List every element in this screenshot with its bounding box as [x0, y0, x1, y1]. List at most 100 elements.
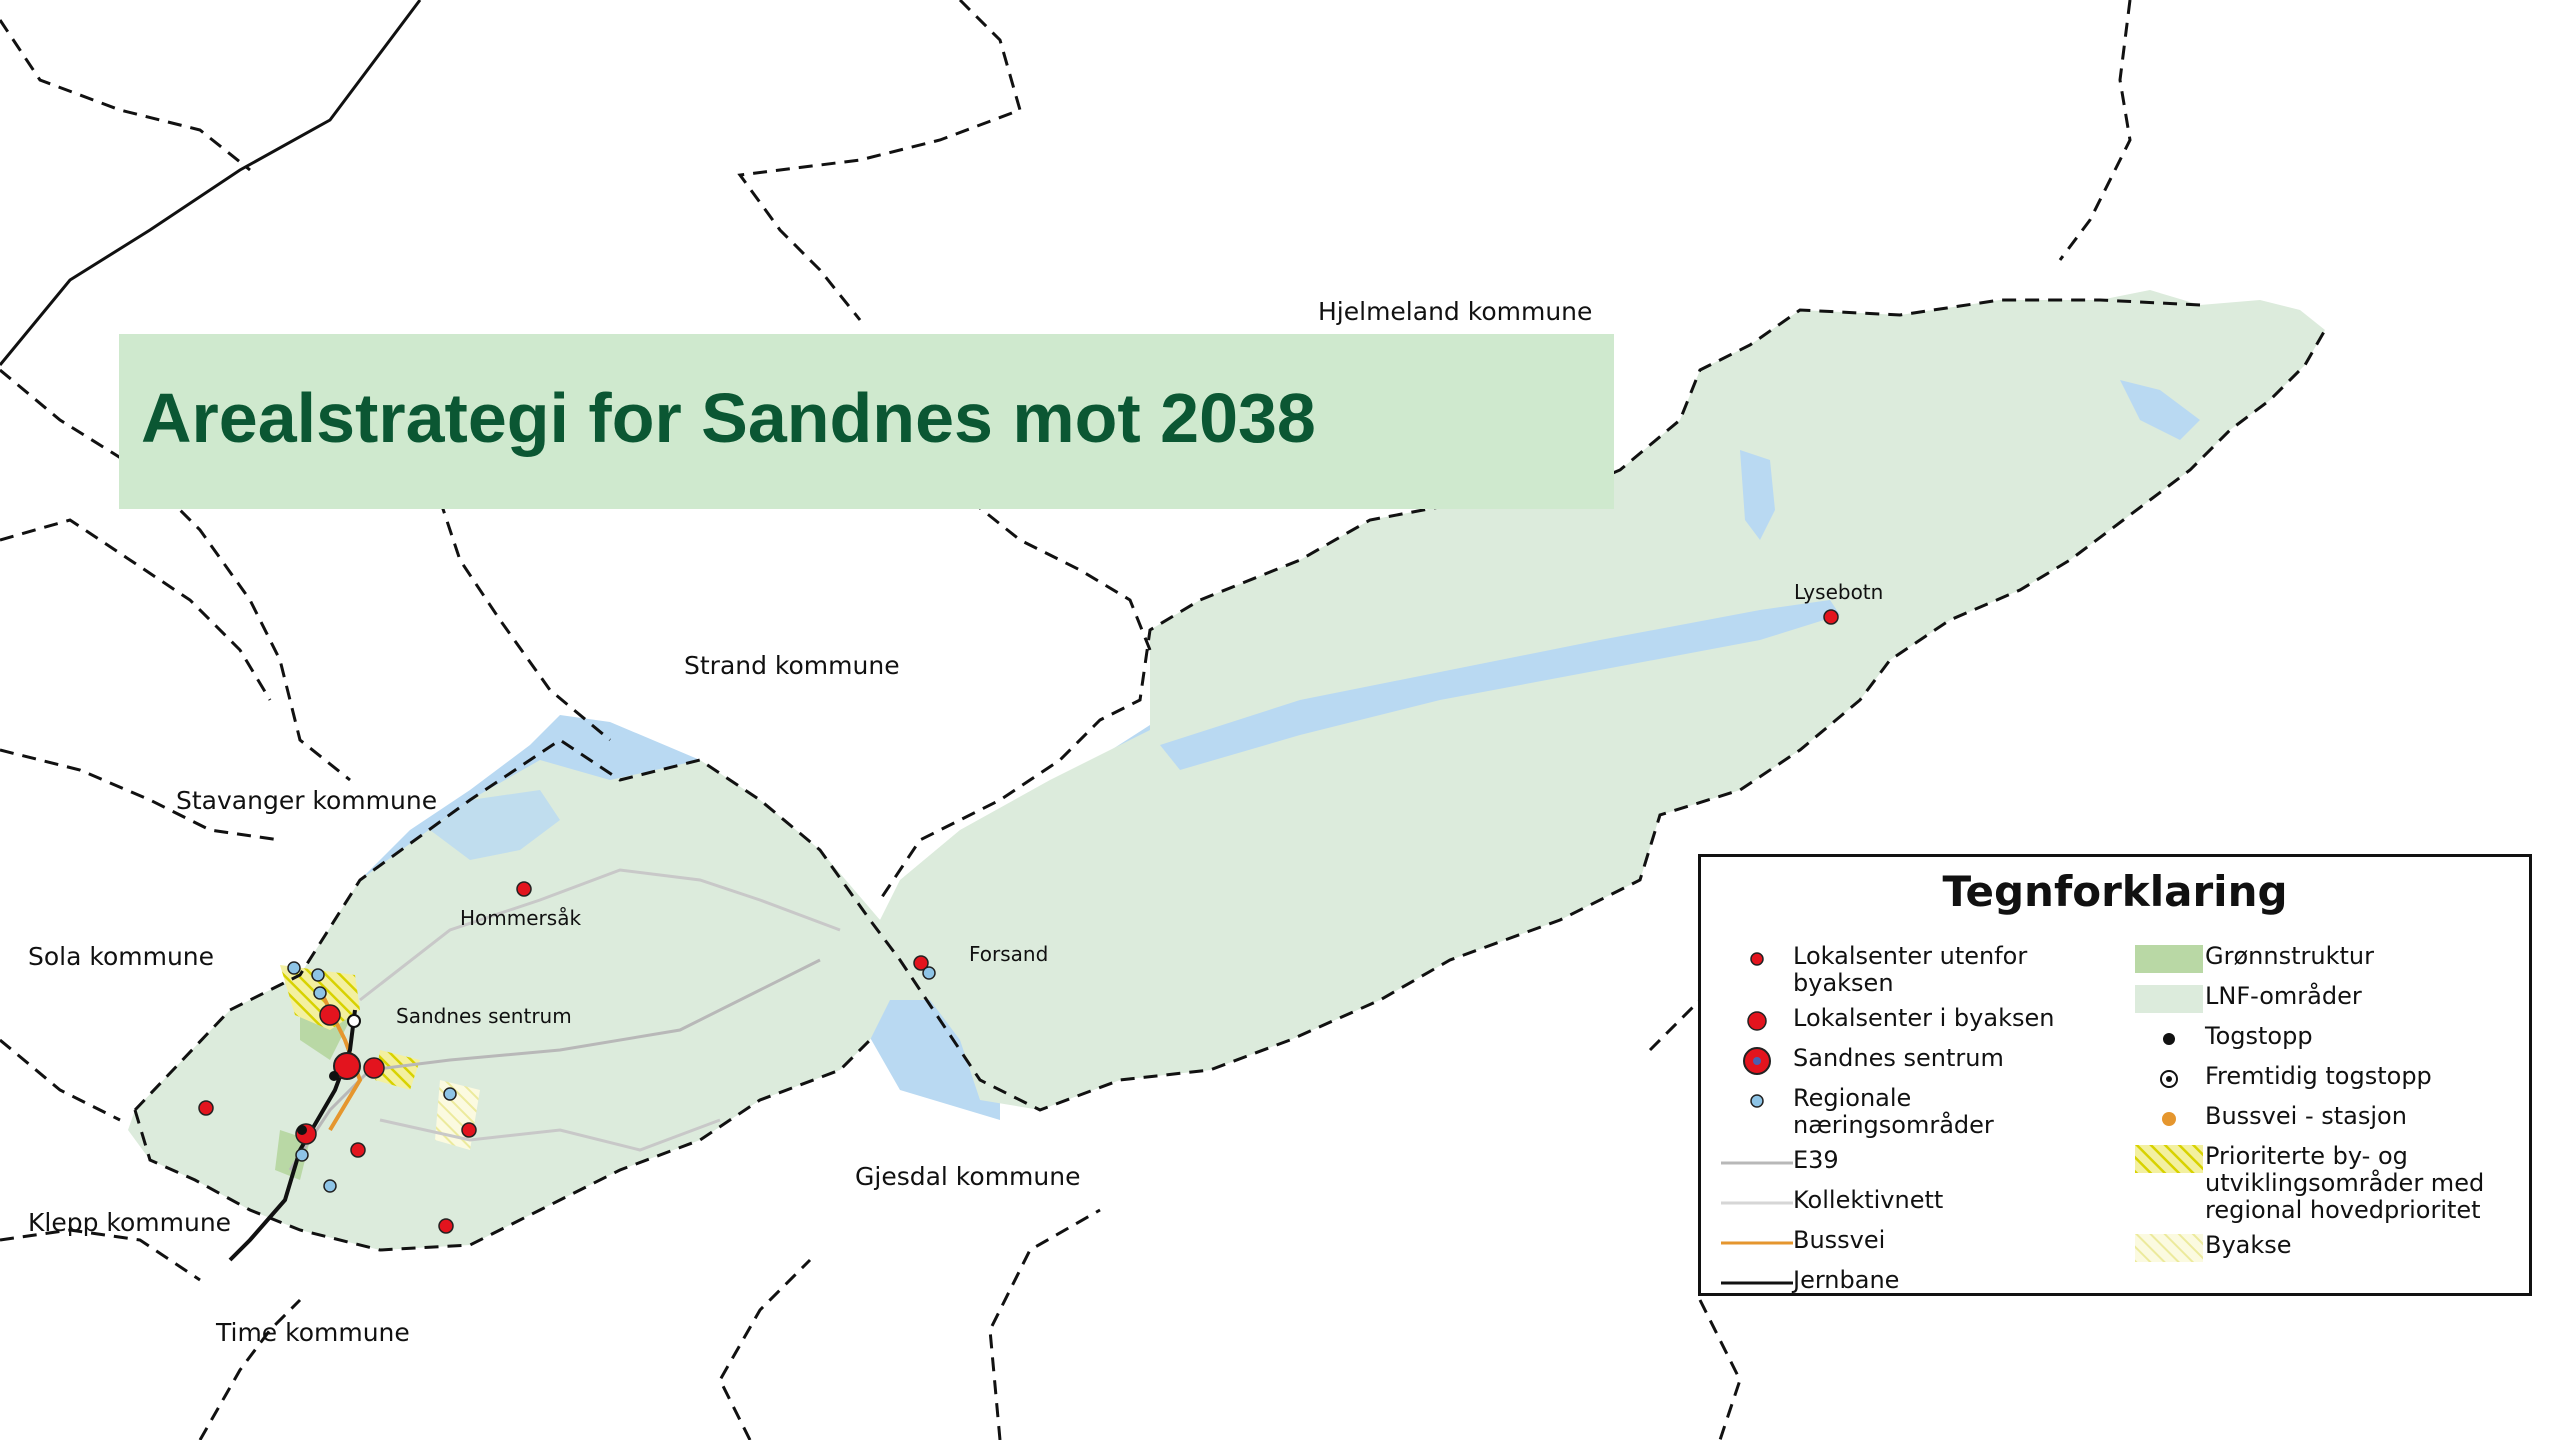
legend-item: Regionale næringsområder: [1721, 1085, 2054, 1139]
page-title: Arealstrategi for Sandnes mot 2038: [141, 379, 1316, 457]
legend-item: Prioriterte by- og utviklingsområder med…: [2133, 1143, 2484, 1224]
black-line-icon: [1721, 1281, 1793, 1285]
large-red-dot-icon: [1743, 1047, 1771, 1075]
label-hommersak: Hommersåk: [460, 906, 582, 930]
legend-label: Lokalsenter utenfor byaksen: [1793, 942, 2028, 997]
marker-outside-4: [438, 1218, 454, 1234]
border-9: [0, 1038, 121, 1122]
marker-local-1: [363, 1057, 385, 1079]
legend-item: LNF-områder: [2133, 983, 2484, 1015]
label-hjelmeland: Hjelmeland kommune: [1318, 297, 1593, 326]
marker-regional-5: [295, 1148, 309, 1162]
road-kollektiv-2: [379, 1118, 721, 1152]
title-banner: Arealstrategi for Sandnes mot 2038: [119, 334, 1614, 509]
legend-label: Bussvei - stasjon: [2205, 1102, 2407, 1130]
border-8: [0, 748, 281, 842]
legend-item: Togstopp: [2133, 1023, 2484, 1055]
sandnes-land-area: [128, 290, 2325, 1250]
legend-label: Togstopp: [2205, 1022, 2313, 1050]
orange-dot-icon: [2162, 1112, 2176, 1126]
legend-column-left: Lokalsenter utenfor byaksen Lokalsenter …: [1721, 943, 2054, 1307]
road-kollektiv: [359, 868, 841, 1002]
border-13: [988, 1208, 1101, 1440]
light-hatch-icon: [2135, 1234, 2203, 1262]
future-train-stop-icon: [2160, 1070, 2178, 1088]
marker-local-2: [319, 1004, 341, 1026]
legend-item: Sandnes sentrum: [1721, 1045, 2054, 1077]
black-dot-icon: [2163, 1033, 2175, 1045]
marker-regional-4: [443, 1087, 457, 1101]
sandnes-outline-south: [133, 1038, 872, 1252]
legend-item: E39: [1721, 1147, 2054, 1179]
lake-small-2: [2120, 380, 2200, 440]
legend-panel: Tegnforklaring Lokalsenter utenfor byaks…: [1698, 854, 2532, 1296]
marker-regional-6: [323, 1179, 337, 1193]
lysefjord: [1160, 600, 1840, 770]
label-forsand: Forsand: [969, 942, 1049, 966]
marker-regional-3: [313, 986, 327, 1000]
marker-train-1: [329, 1071, 339, 1081]
red-dot-icon: [1747, 1011, 1767, 1031]
sandnes-outline-north: [878, 298, 2201, 901]
marker-outside-1: [198, 1100, 214, 1116]
border-2: [737, 0, 1022, 321]
border-7: [2058, 0, 2132, 261]
railway-north: [0, 0, 422, 366]
label-klepp: Klepp kommune: [28, 1208, 232, 1237]
marker-future-train: [347, 1014, 361, 1028]
legend-label: Sandnes sentrum: [1793, 1044, 2004, 1072]
label-sola: Sola kommune: [28, 942, 215, 971]
legend-item: Lokalsenter i byaksen: [1721, 1005, 2054, 1037]
legend-label: Lokalsenter i byaksen: [1793, 1004, 2055, 1032]
legend-label: Kollektivnett: [1793, 1186, 1944, 1214]
grey-line-icon: [1721, 1161, 1793, 1165]
border-4: [0, 518, 272, 701]
label-lysebotn: Lysebotn: [1794, 580, 1884, 604]
border-5: [438, 499, 611, 742]
legend-item: Lokalsenter utenfor byaksen: [1721, 943, 2054, 997]
legend-item: Fremtidig togstopp: [2133, 1063, 2484, 1095]
legend-label: Bussvei: [1793, 1226, 1886, 1254]
border-3: [0, 368, 351, 782]
marker-lysebotn: [1823, 609, 1839, 625]
label-time: Time kommune: [216, 1318, 410, 1347]
marker-forsand: [913, 955, 929, 971]
legend-item: Grønnstruktur: [2133, 943, 2484, 975]
label-strand: Strand kommune: [684, 651, 900, 680]
marker-train-2: [297, 1125, 307, 1135]
border-10: [0, 1228, 201, 1282]
legend-item: Bussvei - stasjon: [2133, 1103, 2484, 1135]
label-sandnes-sentrum: Sandnes sentrum: [396, 1004, 572, 1028]
small-red-dot-icon: [1750, 952, 1764, 966]
green-area-icon: [2135, 945, 2203, 973]
legend-label: Regionale næringsområder: [1793, 1084, 1994, 1139]
legend-label: Byakse: [2205, 1231, 2292, 1259]
border-6: [969, 498, 1152, 651]
legend-label: E39: [1793, 1146, 1839, 1174]
priority-area-2: [375, 1050, 420, 1090]
legend-column-right: Grønnstruktur LNF-områder Togstopp Fremt…: [2133, 943, 2484, 1272]
legend-label: LNF-områder: [2205, 982, 2362, 1010]
map-markers: [198, 609, 1839, 1234]
hommersak-water: [430, 790, 560, 860]
legend-item: Byakse: [2133, 1232, 2484, 1264]
marker-forsand-blue: [922, 966, 936, 980]
marker-hommersak: [516, 881, 532, 897]
legend-item: Kollektivnett: [1721, 1187, 2054, 1219]
border-12: [718, 1258, 812, 1440]
border-1: [0, 19, 251, 172]
legend-label: Grønnstruktur: [2205, 942, 2374, 970]
lnf-area-icon: [2135, 985, 2203, 1013]
legend-label: Fremtidig togstopp: [2205, 1062, 2432, 1090]
border-11: [198, 1298, 302, 1440]
light-grey-line-icon: [1721, 1201, 1793, 1205]
marker-outside-2: [350, 1142, 366, 1158]
lake-small: [1740, 450, 1775, 540]
legend-label: Prioriterte by- og utviklingsområder med…: [2205, 1142, 2485, 1224]
yellow-hatch-icon: [2135, 1145, 2203, 1173]
road-e39: [288, 958, 821, 1171]
legend-title: Tegnforklaring: [1942, 867, 2288, 916]
legend-item: Bussvei: [1721, 1227, 2054, 1259]
legend-item: Jernbane: [1721, 1267, 2054, 1299]
